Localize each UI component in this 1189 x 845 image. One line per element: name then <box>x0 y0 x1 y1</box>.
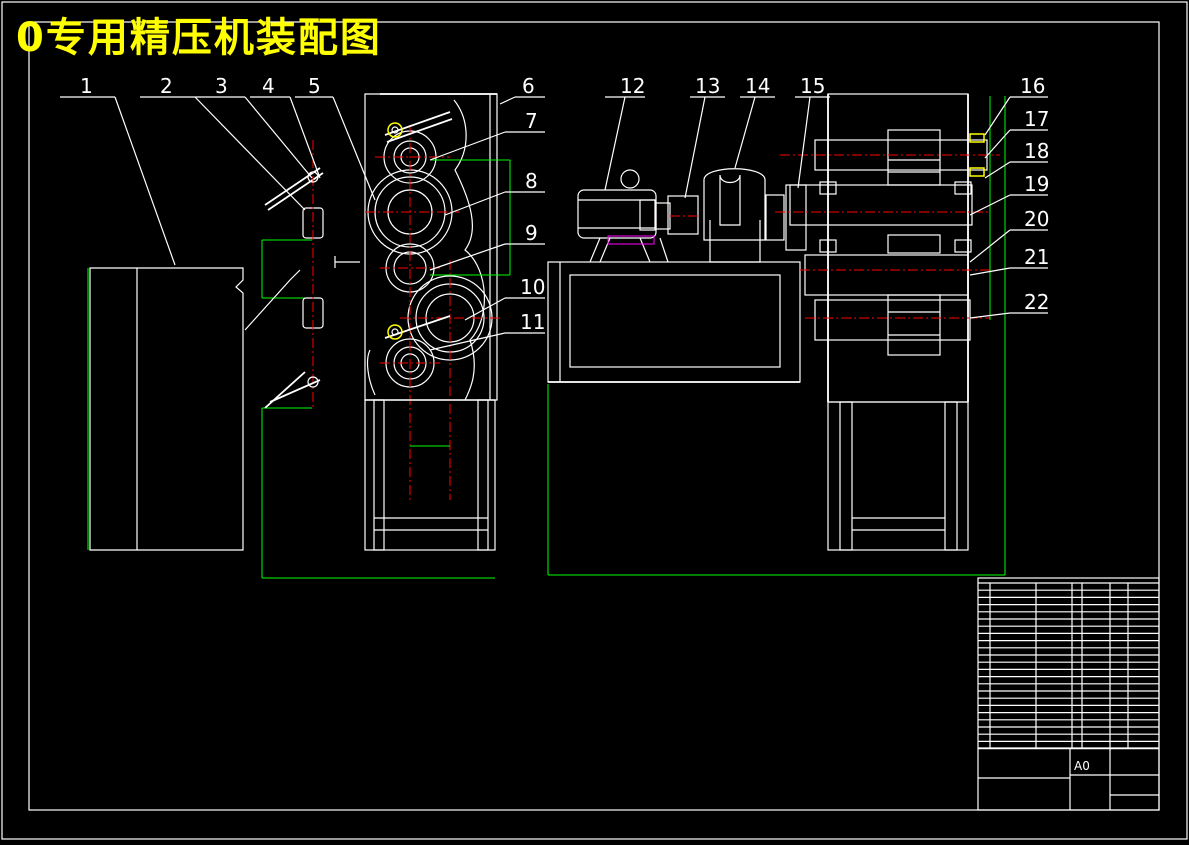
hopper-body <box>89 267 244 551</box>
drive-unit-view <box>547 168 1005 576</box>
part-label-16: 16 <box>1020 74 1045 98</box>
inner-frame <box>28 21 1160 811</box>
part-label-20: 20 <box>1024 207 1049 231</box>
part-label-19: 19 <box>1024 172 1049 196</box>
part-label-13: 13 <box>695 74 720 98</box>
part-labels: 1 2 3 4 5 6 7 8 9 10 11 12 13 14 15 16 1… <box>80 74 1049 334</box>
part-label-5: 5 <box>308 74 321 98</box>
part-label-21: 21 <box>1024 245 1049 269</box>
section-view <box>775 93 1006 575</box>
part-label-9: 9 <box>525 221 538 245</box>
part-label-4: 4 <box>262 74 275 98</box>
part-label-2: 2 <box>160 74 173 98</box>
left-side-view <box>87 140 495 579</box>
part-label-12: 12 <box>620 74 645 98</box>
part-label-1: 1 <box>80 74 93 98</box>
part-label-22: 22 <box>1024 290 1049 314</box>
paper-size-mark: A0 <box>1074 759 1090 773</box>
part-label-6: 6 <box>522 74 535 98</box>
part-label-17: 17 <box>1024 107 1049 131</box>
leader-lines <box>60 96 1048 351</box>
part-label-14: 14 <box>745 74 770 98</box>
part-label-11: 11 <box>520 310 545 334</box>
part-label-10: 10 <box>520 275 545 299</box>
part-label-18: 18 <box>1024 139 1049 163</box>
drawing-title: 0专用精压机装配图 <box>16 15 382 61</box>
part-label-15: 15 <box>800 74 825 98</box>
part-label-7: 7 <box>525 109 538 133</box>
gear-train-view <box>364 93 511 551</box>
title-block: A0 <box>977 577 1160 811</box>
part-label-3: 3 <box>215 74 228 98</box>
part-label-8: 8 <box>525 169 538 193</box>
